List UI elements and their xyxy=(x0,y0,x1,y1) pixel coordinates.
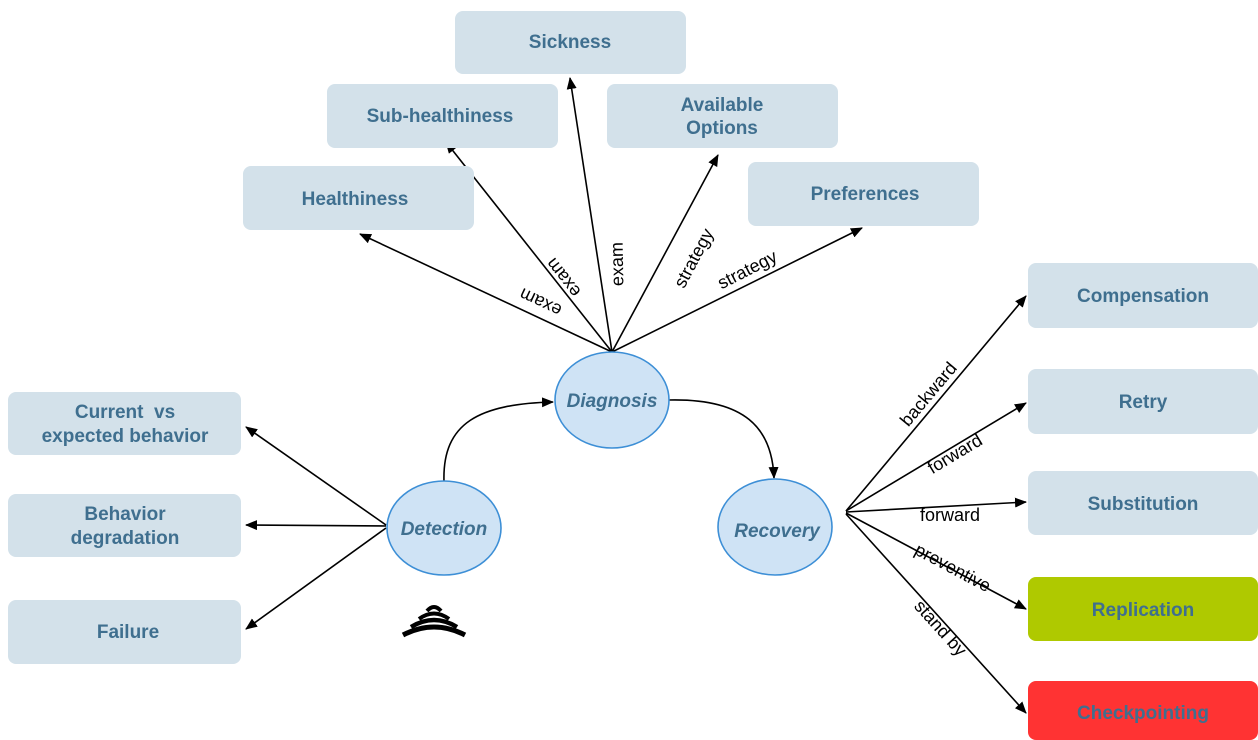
diagnosis-outcomes: Sickness Sub-healthiness Available Optio… xyxy=(243,11,979,230)
edge-detection-degradation xyxy=(245,520,387,531)
label-forward-retry: forward xyxy=(924,430,986,478)
sickness-label: Sickness xyxy=(529,32,611,53)
label-exam-healthiness: exam xyxy=(516,284,564,321)
available-options-label-line1: Available xyxy=(681,95,764,116)
label-backward: backward xyxy=(896,358,961,430)
failure-box: Failure xyxy=(8,600,241,664)
failure-label: Failure xyxy=(97,622,159,643)
edge-forward-retry xyxy=(845,402,1027,512)
available-options-box: Available Options xyxy=(607,84,838,148)
edge-exam-healthiness xyxy=(359,233,613,353)
sub-healthiness-box: Sub-healthiness xyxy=(327,84,558,148)
healthiness-label: Healthiness xyxy=(302,189,409,210)
diagnosis-label: Diagnosis xyxy=(567,391,658,412)
label-stand-by: stand by xyxy=(910,596,970,660)
edge-preventive xyxy=(845,512,1027,610)
edge-detection-current xyxy=(245,426,387,526)
detection-label: Detection xyxy=(401,519,488,540)
compensation-label: Compensation xyxy=(1077,286,1209,307)
label-strategy-preferences: strategy xyxy=(714,246,780,293)
edge-strategy-preferences xyxy=(611,227,863,353)
compensation-box: Compensation xyxy=(1028,263,1258,328)
sub-healthiness-label: Sub-healthiness xyxy=(367,106,514,127)
recovery-edges xyxy=(845,295,1027,714)
replication-box: Replication xyxy=(1028,577,1258,641)
edge-forward-substitution xyxy=(845,497,1027,513)
sickness-box: Sickness xyxy=(455,11,686,74)
current-vs-expected-line2: expected behavior xyxy=(42,426,209,447)
recovery-node: Recovery xyxy=(717,478,833,576)
checkpointing-label: Checkpointing xyxy=(1077,703,1209,724)
behavior-degradation-line1: Behavior xyxy=(84,504,166,525)
label-strategy-options: strategy xyxy=(670,225,718,291)
edge-stand-by xyxy=(845,513,1027,714)
label-exam-sickness: exam xyxy=(607,242,628,286)
edge-exam-sickness xyxy=(566,77,613,353)
current-vs-expected-line1: Current vs xyxy=(75,402,175,423)
preferences-label: Preferences xyxy=(811,184,920,205)
recovery-outcomes: Compensation Retry Substitution Replicat… xyxy=(1028,263,1258,740)
label-forward-substitution: forward xyxy=(920,505,980,525)
checkpointing-box: Checkpointing xyxy=(1028,681,1258,740)
behavior-degradation-line2: degradation xyxy=(71,528,180,549)
substitution-box: Substitution xyxy=(1028,471,1258,535)
current-vs-expected-box: Current vs expected behavior xyxy=(8,392,241,455)
preferences-box: Preferences xyxy=(748,162,979,226)
edge-detection-diagnosis xyxy=(443,397,554,483)
wireless-signal-icon xyxy=(401,605,467,638)
replication-label: Replication xyxy=(1092,600,1194,621)
label-exam-sub-healthiness: exam xyxy=(542,254,585,301)
detection-edges xyxy=(245,397,779,630)
edge-strategy-options xyxy=(611,154,719,353)
edge-detection-failure xyxy=(245,527,387,630)
retry-box: Retry xyxy=(1028,369,1258,434)
substitution-label: Substitution xyxy=(1088,494,1199,515)
retry-label: Retry xyxy=(1119,392,1168,413)
edge-diagnosis-recovery xyxy=(667,399,779,479)
edge-backward xyxy=(845,295,1027,512)
available-options-label-line2: Options xyxy=(686,118,758,139)
behavior-degradation-box: Behavior degradation xyxy=(8,494,241,557)
healthiness-box: Healthiness xyxy=(243,166,474,230)
diagnosis-node: Diagnosis xyxy=(554,351,670,449)
label-preventive: preventive xyxy=(911,539,994,596)
detection-node: Detection xyxy=(386,480,502,576)
recovery-label: Recovery xyxy=(734,521,821,542)
detection-outcomes: Current vs expected behavior Behavior de… xyxy=(8,392,241,664)
